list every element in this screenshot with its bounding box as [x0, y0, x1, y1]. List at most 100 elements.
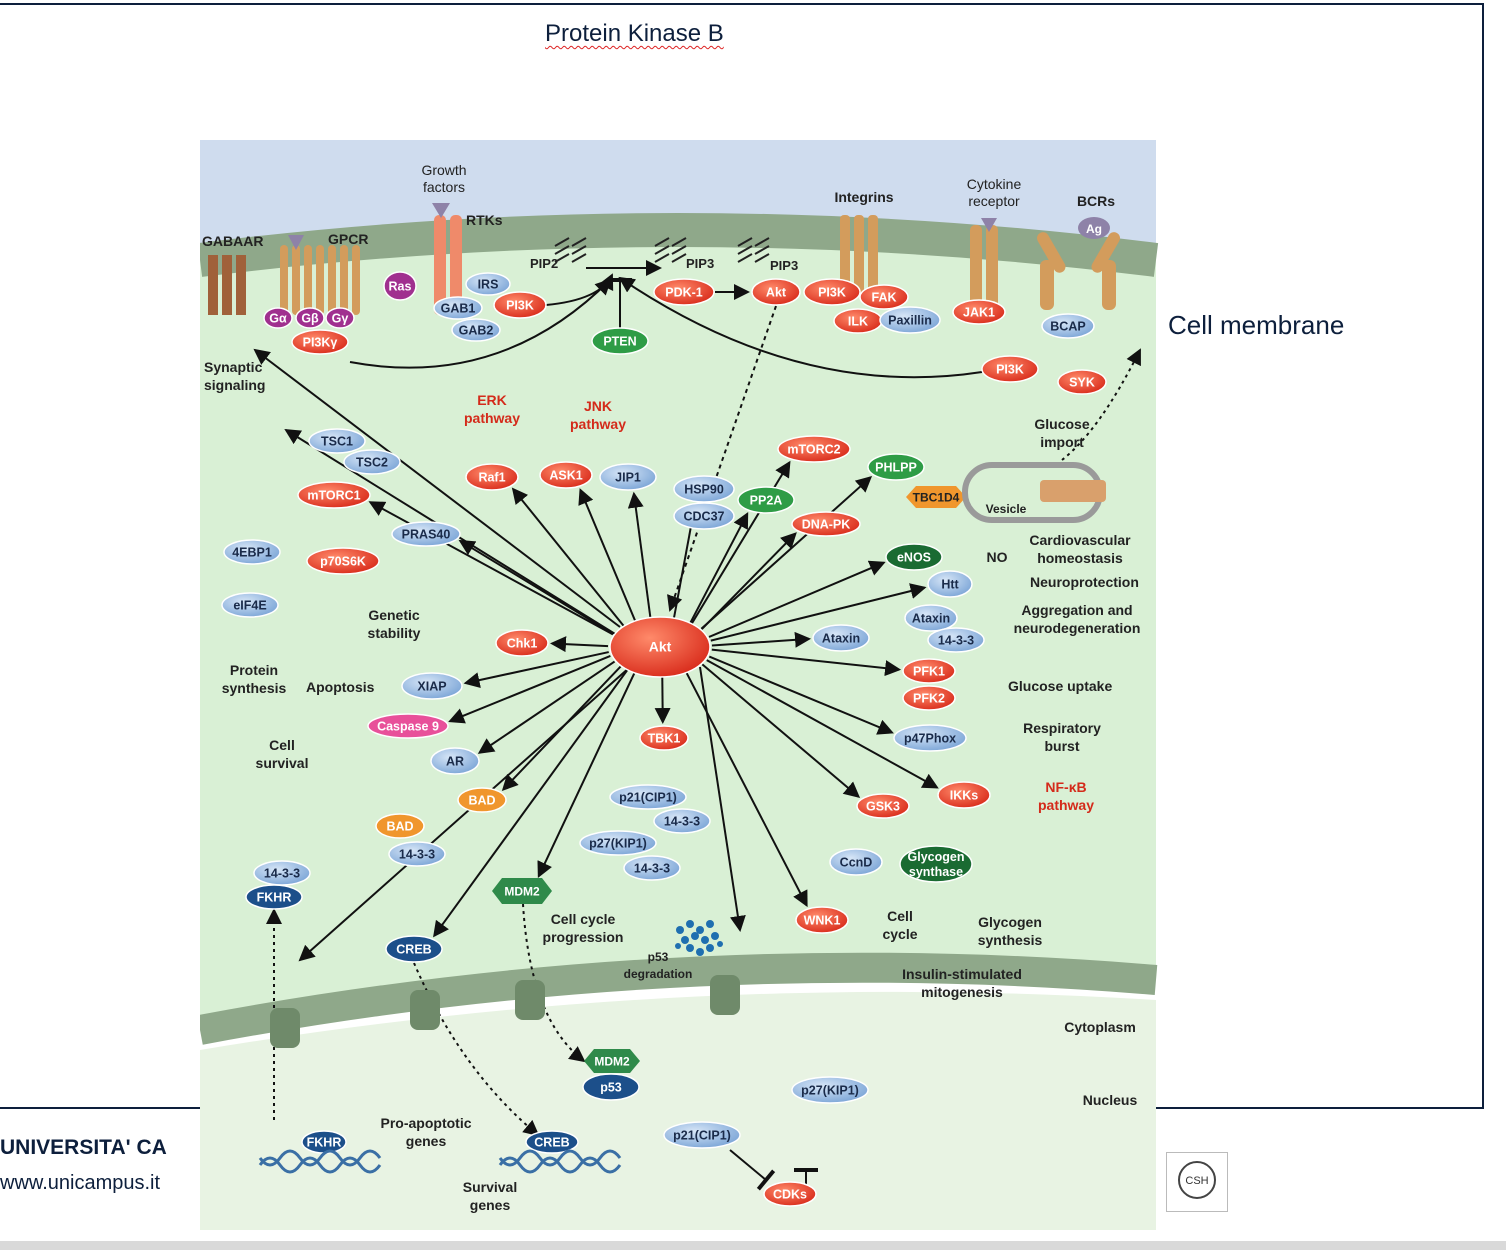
node-ar: AR [430, 747, 480, 775]
node-p53n-label: p53 [600, 1081, 622, 1095]
node-bad1: BAD [457, 787, 507, 813]
node-tbk1: TBK1 [639, 725, 689, 751]
node-pfk1: PFK1 [902, 658, 956, 684]
node-pi3k_rtk: PI3K [493, 291, 547, 319]
edge-akt-casp9 [448, 655, 611, 724]
edge-akt-gsk3 [701, 663, 861, 799]
university-url: www.unicampus.it [0, 1172, 161, 1194]
node-irs-label: IRS [478, 278, 499, 292]
label-glyco-syn-1: Glycogen [978, 914, 1042, 930]
node-p21n-shape [663, 1121, 741, 1149]
node-fkhrn-label: FKHR [307, 1136, 342, 1150]
node-mdm2n-shape [584, 1049, 640, 1073]
node-phlpp-shape [867, 453, 925, 481]
node-tbk1-shape [639, 725, 689, 751]
node-ras-label: Ras [389, 280, 412, 294]
edge-glucose-import [1061, 348, 1141, 461]
edge-akt-jip1 [627, 491, 652, 618]
node-tbk1-label: TBK1 [648, 732, 681, 746]
edge-pi3kg [349, 278, 612, 369]
label-surv-genes-1: Survival [463, 1179, 517, 1195]
label-synaptic-1: Synaptic [204, 359, 263, 375]
node-ggamma-shape [325, 307, 355, 329]
node-p47phox: p47Phox [893, 724, 967, 752]
edge-akt-pras40 [458, 539, 614, 635]
node-bad2-label: BAD [386, 820, 413, 834]
node-4ebp1-shape [223, 539, 281, 565]
node-pi3kg-shape [291, 329, 349, 355]
node-jip1-label: JIP1 [615, 471, 641, 485]
label-proapop-1: Pro-apoptotic [381, 1115, 472, 1131]
label-protein-1: Protein [230, 662, 278, 678]
edge-long-2 [298, 666, 631, 962]
node-p27n: p27(KIP1) [791, 1076, 869, 1104]
csh-logo-text: CSH [1185, 1175, 1208, 1187]
node-syk-shape [1057, 369, 1107, 395]
node-bcap: BCAP [1041, 313, 1095, 339]
edge-akt-pp2a [689, 512, 749, 624]
node-crebn-shape [525, 1130, 579, 1154]
edge-akt-ask1 [578, 488, 636, 622]
node-fkhr: FKHR [245, 884, 303, 910]
label-cytoplasm: Cytoplasm [1064, 1019, 1136, 1035]
label-gabaar: GABAAR [202, 233, 263, 249]
label-nfkb-2: pathway [1038, 797, 1094, 813]
node-ikks-shape [937, 781, 991, 809]
edge-akt-raf1 [511, 487, 625, 627]
node-p47phox-label: p47Phox [904, 732, 956, 746]
node-phlpp-label: PHLPP [875, 461, 917, 475]
node-cdks-shape [763, 1181, 817, 1207]
node-fkhrn: FKHR [301, 1130, 347, 1154]
node-ataxin2: Ataxin [904, 604, 958, 632]
node-creb-label: CREB [396, 943, 431, 957]
node-akt_mem-shape [751, 278, 801, 306]
node-syk-label: SYK [1069, 376, 1095, 390]
node-ar-shape [430, 747, 480, 775]
node-pi3k_cyt-label: PI3K [996, 363, 1024, 377]
edge-akt-xiap [463, 651, 609, 688]
label-protein-2: synthesis [222, 680, 287, 696]
node-pfk2-shape [902, 685, 956, 711]
label-apoptosis: Apoptosis [306, 679, 375, 695]
node-hsp90-label: HSP90 [684, 483, 724, 497]
node-bcap-shape [1041, 313, 1095, 339]
node-tbc1d4-shape [906, 486, 966, 508]
node-syk: SYK [1057, 369, 1107, 395]
node-casp9-shape [367, 713, 449, 739]
node-gab1-label: GAB1 [441, 302, 476, 316]
node-cdks-label: CDKs [773, 1188, 807, 1202]
node-tsc2-shape [343, 449, 401, 475]
node-p21n: p21(CIP1) [663, 1121, 741, 1149]
node-galpha-label: Gα [269, 312, 287, 326]
label-aggr-1: Aggregation and [1021, 602, 1132, 618]
node-ataxin2-label: Ataxin [912, 612, 950, 626]
node-phlpp: PHLPP [867, 453, 925, 481]
node-eif4e: eIF4E [221, 592, 279, 618]
node-pi3k_int-label: PI3K [818, 286, 846, 300]
node-pfk1-shape [902, 658, 956, 684]
node-1433_p21-shape [653, 808, 711, 834]
node-galpha-shape [263, 307, 293, 329]
label-glyco-syn-2: synthesis [978, 932, 1043, 948]
node-chk1-label: Chk1 [507, 637, 538, 651]
label-integrins: Integrins [834, 189, 893, 205]
label-p53deg-2: degradation [624, 967, 693, 981]
dna-strands [258, 1149, 622, 1174]
node-akt_mem-label: Akt [766, 286, 787, 300]
node-p27n-label: p27(KIP1) [801, 1084, 859, 1098]
node-p70s6k: p70S6K [306, 547, 380, 575]
edge-akt-ataxin1 [711, 631, 812, 648]
edge-akt-enos [708, 560, 886, 638]
node-pp2a-shape [737, 486, 795, 514]
node-gsk3-shape [856, 793, 910, 819]
edge-pi3k-cyt [618, 276, 983, 379]
node-ikks: IKKs [937, 781, 991, 809]
node-cdc37: CDC37 [673, 502, 735, 530]
label-genetic-1: Genetic [368, 607, 420, 623]
label-vesicle: Vesicle [986, 502, 1027, 516]
node-mdm2-shape [492, 878, 552, 904]
node-glycogen-label-2: synthase [909, 865, 963, 879]
node-ilk: ILK [833, 308, 883, 334]
